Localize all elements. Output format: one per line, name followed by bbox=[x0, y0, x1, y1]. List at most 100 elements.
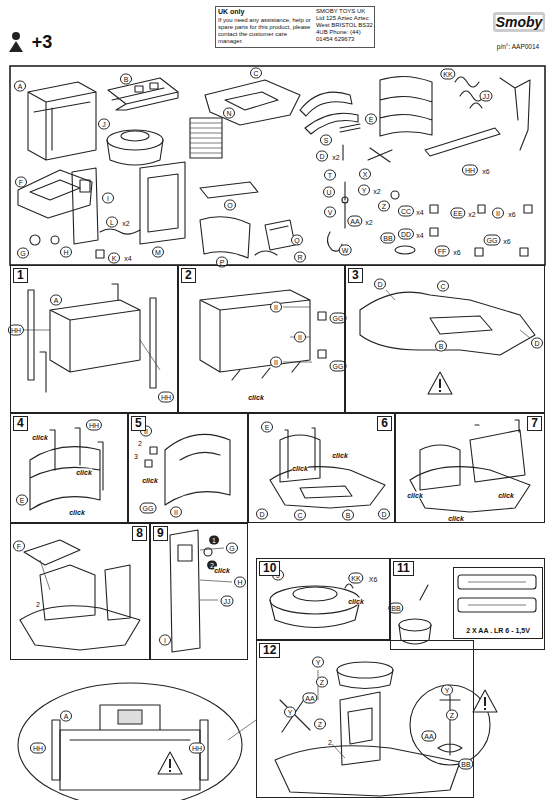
part-letter: HH bbox=[158, 392, 174, 403]
quantity: 3 bbox=[134, 453, 138, 460]
part-letter: KK bbox=[440, 69, 455, 80]
step-number: 6 bbox=[377, 416, 392, 431]
click-note: click bbox=[332, 452, 348, 459]
click-note: click bbox=[348, 598, 364, 605]
part-letter: Z bbox=[316, 677, 328, 688]
part-letter: D bbox=[374, 279, 386, 290]
part-letter: D bbox=[256, 509, 268, 520]
part-letter: W bbox=[339, 245, 352, 256]
click-note: click bbox=[498, 492, 514, 499]
click-note: click bbox=[76, 469, 92, 476]
part-letter: B bbox=[435, 341, 447, 352]
step-number: 8 bbox=[132, 526, 147, 541]
part-letter: R bbox=[294, 252, 306, 263]
part-letter: Z bbox=[314, 719, 326, 730]
click-note: click bbox=[248, 394, 264, 401]
step-number: 7 bbox=[527, 416, 542, 431]
part-letter: L bbox=[106, 217, 118, 228]
part-letter: Y bbox=[358, 185, 370, 196]
part-letter: F bbox=[13, 541, 25, 552]
part-letter: Y bbox=[284, 707, 296, 718]
quantity: 2 bbox=[36, 601, 40, 608]
part-letter: KK bbox=[348, 573, 363, 584]
quantity: 2 bbox=[138, 440, 142, 447]
part-letter: O bbox=[224, 200, 236, 211]
part-letter: X bbox=[359, 169, 371, 180]
part-letter: Q bbox=[291, 235, 303, 246]
part-letter: AA bbox=[347, 216, 362, 227]
quantity: x6 bbox=[503, 238, 510, 245]
step-panel: 6 bbox=[248, 413, 395, 523]
part-letter: D bbox=[531, 338, 543, 349]
part-letter: H bbox=[234, 577, 246, 588]
part-letter: BB bbox=[380, 233, 395, 244]
part-letter: FF bbox=[435, 246, 450, 257]
step-number: 4 bbox=[13, 416, 28, 431]
part-letter: EE bbox=[450, 208, 465, 219]
part-letter: S bbox=[320, 135, 332, 146]
order-number: 1 bbox=[209, 536, 219, 545]
part-letter: Z bbox=[446, 710, 458, 721]
part-letter: D bbox=[378, 509, 390, 520]
part-letter: B bbox=[342, 510, 354, 521]
click-note: click bbox=[448, 515, 464, 522]
step-panel: 10 bbox=[256, 558, 390, 640]
quantity: x2 bbox=[365, 219, 372, 226]
step-panel: 12 bbox=[256, 640, 474, 798]
part-letter: AA bbox=[302, 693, 317, 704]
step-number: 9 bbox=[153, 526, 168, 541]
part-letter: M bbox=[152, 247, 164, 258]
part-letter: GG bbox=[330, 313, 347, 324]
part-letter: JJ bbox=[221, 596, 234, 607]
click-note: click bbox=[214, 567, 230, 574]
part-letter: HH bbox=[86, 420, 102, 431]
part-letter: II bbox=[294, 332, 306, 343]
step-number: 12 bbox=[259, 643, 280, 658]
info-text: SMOBY TOYS UK Ltd 125 Aztec Aztec West B… bbox=[316, 8, 373, 43]
quantity: x6 bbox=[482, 168, 489, 175]
part-letter: B bbox=[120, 74, 132, 85]
part-letter: I bbox=[102, 193, 114, 204]
step-panel: 2 bbox=[178, 265, 345, 413]
step-panel: 4 bbox=[10, 413, 128, 523]
info-box: UK onlyIf you need any assistance, help … bbox=[215, 6, 375, 48]
part-letter: N bbox=[223, 108, 235, 119]
part-letter: A bbox=[50, 295, 62, 306]
quantity: x2 bbox=[122, 220, 129, 227]
part-letter: II bbox=[170, 507, 182, 518]
part-letter: Y bbox=[441, 685, 453, 696]
step-number: 3 bbox=[348, 268, 363, 283]
part-letter: GG bbox=[140, 503, 157, 514]
quantity: x2 bbox=[373, 188, 380, 195]
quantity: x4 bbox=[416, 209, 423, 216]
quantity: x2 bbox=[468, 211, 475, 218]
age-mark: +3 bbox=[32, 33, 53, 51]
part-letter: E bbox=[365, 114, 377, 125]
quantity: x6 bbox=[508, 211, 515, 218]
click-note: click bbox=[292, 465, 308, 472]
part-letter: C bbox=[294, 510, 306, 521]
part-letter: II bbox=[270, 357, 282, 368]
part-letter: C bbox=[437, 281, 449, 292]
battery-note: 2 X AA . LR 6 - 1,5V bbox=[456, 627, 540, 635]
quantity: x6 bbox=[453, 249, 460, 256]
part-letter: CC bbox=[398, 206, 414, 217]
part-letter: GG bbox=[484, 235, 501, 246]
part-letter: H bbox=[60, 247, 72, 258]
part-letter: I bbox=[159, 635, 171, 646]
part-letter: HH bbox=[189, 743, 205, 754]
part-letter: D bbox=[316, 151, 328, 162]
brand-logo: Smoby bbox=[496, 15, 543, 29]
step-panel: 8 bbox=[10, 523, 150, 660]
part-letter: V bbox=[324, 207, 336, 218]
part-letter: J bbox=[98, 119, 110, 130]
part-letter: HH bbox=[462, 165, 478, 176]
quantity: x4 bbox=[416, 232, 423, 239]
step-panel: 3 bbox=[345, 265, 545, 413]
part-number: p/n°: AAP0014 bbox=[497, 44, 539, 51]
part-letter: E bbox=[261, 422, 273, 433]
part-letter: II bbox=[270, 302, 282, 313]
part-letter: F bbox=[15, 177, 27, 188]
step-number: 10 bbox=[259, 561, 280, 576]
step-number: 2 bbox=[181, 268, 196, 283]
